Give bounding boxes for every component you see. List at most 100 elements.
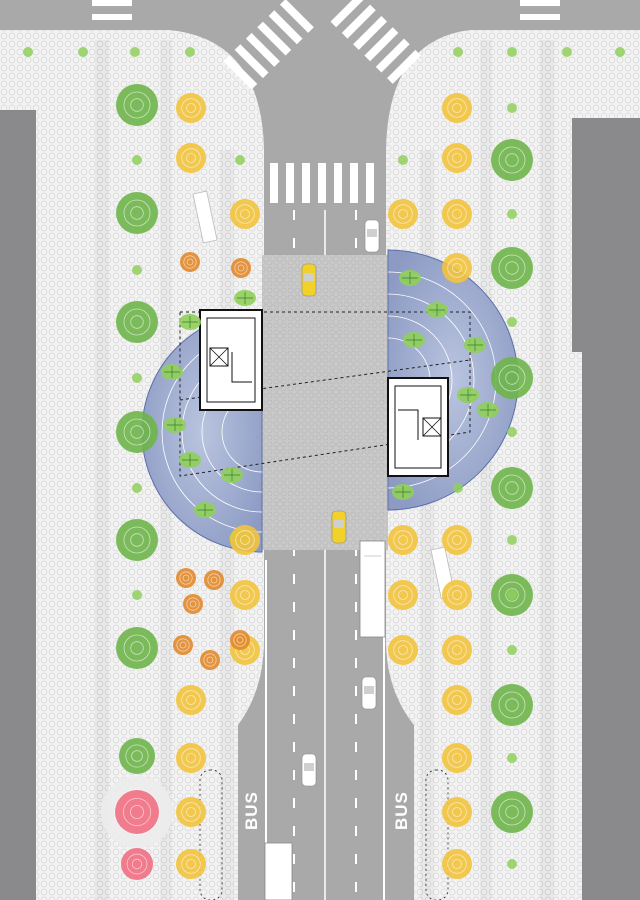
trees xyxy=(101,84,533,880)
bench-icon xyxy=(192,190,218,244)
tree-icon xyxy=(491,684,533,726)
tree-icon xyxy=(200,650,220,670)
tree-icon xyxy=(388,525,418,555)
tree-icon xyxy=(230,525,260,555)
shrub-icon xyxy=(399,270,421,286)
tree-icon xyxy=(442,525,472,555)
ground-dot xyxy=(23,47,33,57)
ground-dot xyxy=(507,859,517,869)
shrub-icon xyxy=(179,314,201,330)
tree-icon xyxy=(180,252,200,272)
tree-icon xyxy=(491,357,533,399)
shrub-icon xyxy=(392,484,414,500)
tree-icon xyxy=(388,635,418,665)
raised-crossing xyxy=(262,255,388,550)
tree-icon xyxy=(176,849,206,879)
shrub-icon xyxy=(161,364,183,380)
shrub-icon xyxy=(457,387,479,403)
ground-dot xyxy=(132,483,142,493)
tree-icon xyxy=(442,849,472,879)
shrub-icon xyxy=(164,417,186,433)
building-right xyxy=(572,118,640,900)
ground-dot xyxy=(507,317,517,327)
bus-lane-label-right: BUS xyxy=(392,791,411,830)
ground-dot xyxy=(507,103,517,113)
tree-icon xyxy=(388,199,418,229)
tree-icon xyxy=(116,627,158,669)
vehicles xyxy=(264,219,386,900)
tree-icon xyxy=(442,743,472,773)
tree-icon xyxy=(176,143,206,173)
tree-icon xyxy=(388,580,418,610)
tree-icon xyxy=(116,411,158,453)
ground-dot xyxy=(132,265,142,275)
shrub-icon xyxy=(221,467,243,483)
ground-dots xyxy=(23,47,625,869)
left-sidewalk xyxy=(0,30,264,900)
taxi-icon xyxy=(331,510,347,544)
stair-pavilion-left xyxy=(199,309,263,411)
car-icon xyxy=(361,676,377,710)
shrub-icon xyxy=(477,402,499,418)
shrub-icon xyxy=(179,452,201,468)
bus-icon xyxy=(359,540,386,638)
tree-icon xyxy=(116,192,158,234)
tree-icon xyxy=(116,84,158,126)
ground-dot xyxy=(453,483,463,493)
tree-icon xyxy=(442,797,472,827)
tree-icon xyxy=(442,580,472,610)
shrub-icon xyxy=(234,290,256,306)
tree-icon xyxy=(119,738,155,774)
tree-icon xyxy=(442,253,472,283)
ground-dot xyxy=(130,47,140,57)
shrub-icon xyxy=(426,302,448,318)
ground-dot xyxy=(615,47,625,57)
ground-dot xyxy=(507,209,517,219)
stair-pavilion-right xyxy=(387,377,449,477)
tree-icon xyxy=(176,797,206,827)
tree-icon xyxy=(442,199,472,229)
tree-icon xyxy=(230,630,250,650)
ground-dot xyxy=(562,47,572,57)
building-left xyxy=(0,110,36,900)
crosswalk-top xyxy=(92,0,560,90)
bus-stop-outlines xyxy=(199,769,449,900)
shrub-icon xyxy=(464,337,486,353)
tree-icon xyxy=(116,301,158,343)
tree-icon xyxy=(442,635,472,665)
tree-icon xyxy=(176,568,196,588)
tree-icon xyxy=(491,791,533,833)
ground-dot xyxy=(78,47,88,57)
ground-dot xyxy=(507,590,517,600)
tree-icon xyxy=(230,580,260,610)
car-icon xyxy=(301,753,317,787)
tree-icon xyxy=(491,467,533,509)
ground-dot xyxy=(507,47,517,57)
taxi-icon xyxy=(301,263,317,297)
tree-icon xyxy=(176,743,206,773)
ground-dot xyxy=(132,373,142,383)
tree-icon xyxy=(442,685,472,715)
car-icon xyxy=(364,219,380,253)
ground-dot xyxy=(507,535,517,545)
ground-dot xyxy=(507,753,517,763)
tree-icon xyxy=(173,635,193,655)
tree-icon xyxy=(183,594,203,614)
staircase-icon xyxy=(422,417,442,437)
ground-dot xyxy=(507,427,517,437)
tree-icon xyxy=(115,790,159,834)
ground-dot xyxy=(453,47,463,57)
tree-icon xyxy=(491,247,533,289)
tree-icon xyxy=(121,848,153,880)
tree-icon xyxy=(442,143,472,173)
shrub-icon xyxy=(403,332,425,348)
staircase-icon xyxy=(209,347,229,367)
bus-icon xyxy=(264,842,293,900)
ground-dot xyxy=(507,645,517,655)
tree-icon xyxy=(176,685,206,715)
ground-dot xyxy=(132,590,142,600)
tree-icon xyxy=(116,519,158,561)
crosswalk-mid xyxy=(270,163,374,203)
ground-dot xyxy=(398,155,408,165)
